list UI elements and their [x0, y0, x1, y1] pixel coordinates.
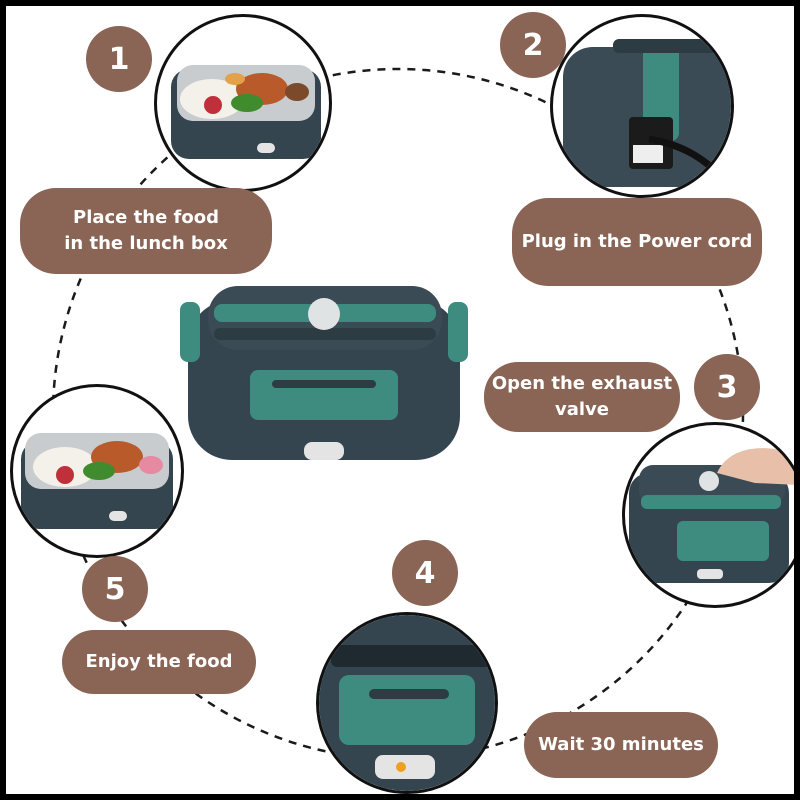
power-plug-image — [563, 39, 731, 188]
step-4-number-badge: 4 — [392, 540, 458, 606]
heating-indicator-image — [319, 615, 495, 791]
step-3-number-badge: 3 — [694, 354, 760, 420]
step-1-label-line-1: Place the food — [73, 206, 219, 228]
step-4-label-line-1: Wait 30 minutes — [538, 733, 704, 755]
step-2-label: Plug in the Power cord — [512, 198, 762, 286]
exhaust-valve-image — [629, 448, 794, 583]
step-3-label-line-2: valve — [555, 399, 609, 420]
instruction-infographic: 1 Place the food in the lunch box 2 Plug… — [6, 6, 794, 794]
step-3-label-line-1: Open the exhaust — [491, 372, 673, 394]
lunch-box-open-image — [171, 65, 321, 159]
step-5-photo — [10, 384, 184, 558]
step-3-photo — [622, 422, 794, 608]
lunch-box-open-image — [21, 433, 173, 529]
step-1-label-line-2: in the lunch box — [64, 233, 228, 254]
step-2-number-badge: 2 — [500, 12, 566, 78]
step-1-photo — [154, 14, 332, 192]
step-4-photo — [316, 612, 498, 794]
step-3-number: 3 — [716, 369, 738, 405]
step-1-number: 1 — [108, 41, 130, 77]
lunch-box-closed-image — [180, 286, 468, 460]
step-2-label-line-1: Plug in the Power cord — [521, 230, 753, 252]
step-4-label: Wait 30 minutes — [524, 712, 718, 778]
center-product-photo — [178, 270, 468, 470]
step-3-label: Open the exhaust valve — [484, 362, 680, 432]
step-2-number: 2 — [522, 27, 544, 63]
step-1-number-badge: 1 — [86, 26, 152, 92]
step-4-number: 4 — [414, 555, 436, 591]
step-5-label: Enjoy the food — [62, 630, 256, 694]
step-5-label-line-1: Enjoy the food — [85, 650, 233, 672]
step-1-label: Place the food in the lunch box — [20, 188, 272, 274]
step-2-photo — [550, 14, 734, 198]
step-5-number-badge: 5 — [82, 556, 148, 622]
step-5-number: 5 — [104, 571, 126, 607]
